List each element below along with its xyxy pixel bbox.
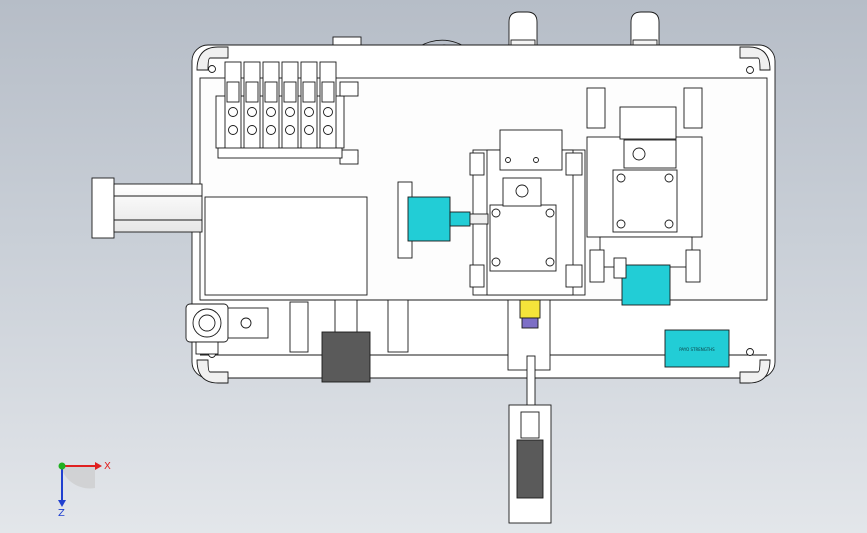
valve-block [262, 61, 280, 153]
pressure-regulator [185, 303, 269, 355]
valve-block [281, 61, 299, 153]
valve-manifold [215, 61, 359, 165]
coordinate-triad: X Z [58, 461, 111, 519]
nameplate [664, 329, 730, 368]
z-axis-label: Z [58, 508, 65, 519]
x-axis-label: X [104, 461, 111, 472]
center-slide-module [469, 129, 586, 296]
valve-block [300, 61, 318, 153]
center-cylinder [397, 181, 489, 259]
lower-bracket [387, 299, 409, 353]
valve-block [224, 61, 242, 153]
right-cylinder [613, 257, 671, 306]
nameplate-text: PAYO STRENGTHS [679, 347, 715, 352]
control-box [204, 196, 368, 296]
left-pneumatic-cylinder [91, 177, 203, 239]
lower-cylinder-left [289, 299, 371, 383]
tool-body [508, 404, 552, 524]
right-slide-module [586, 87, 703, 283]
valve-block [319, 61, 337, 153]
tool-holder [507, 299, 551, 407]
valve-block [243, 61, 261, 153]
y-axis-dot [58, 462, 66, 470]
